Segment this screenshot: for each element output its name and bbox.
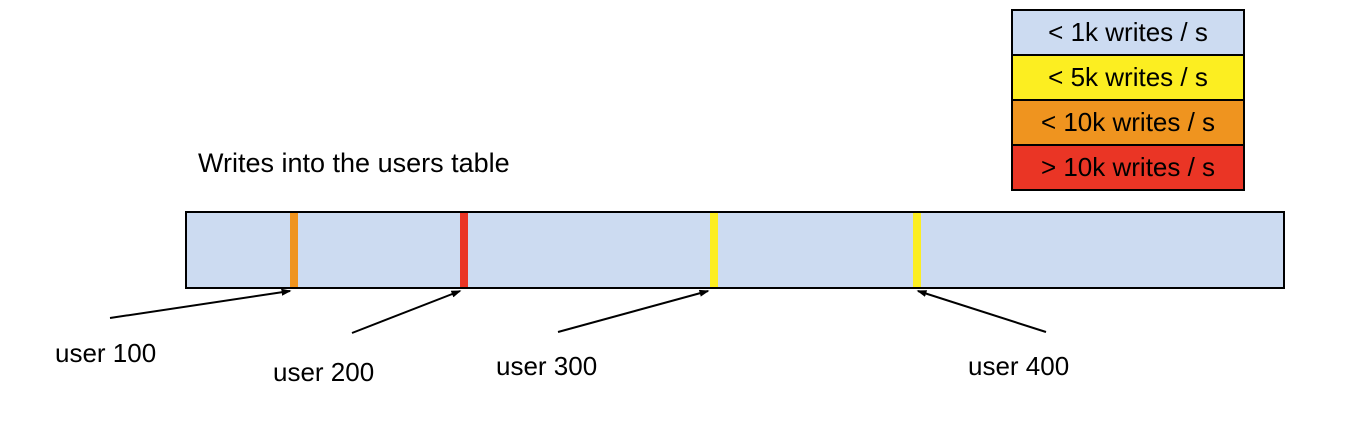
arrow-user-300 [557,289,710,333]
write-rate-legend: < 1k writes / s < 5k writes / s < 10k wr… [1011,9,1245,191]
write-rate-stripe [913,213,921,287]
arrow-user-100 [109,288,292,319]
legend-label: < 1k writes / s [1048,17,1208,47]
arrow-user-200 [351,290,462,334]
arrow-user-400 [916,290,1047,333]
user-label: user 300 [496,351,598,381]
user-label: user 100 [55,338,157,368]
legend-label: > 10k writes / s [1040,152,1216,182]
user-label: user 200 [273,357,375,387]
legend-label: < 10k writes / s [1040,107,1216,137]
legend-row: < 1k writes / s [1011,9,1245,56]
diagram-title: Writes into the users table [198,148,510,178]
legend-label: < 5k writes / s [1048,62,1208,92]
user-label: user 400 [968,351,1070,381]
write-rate-stripe [460,213,468,287]
legend-row: < 5k writes / s [1011,54,1245,101]
users-table-bar [185,211,1285,289]
legend-row: < 10k writes / s [1011,99,1245,146]
write-rate-stripe [290,213,298,287]
legend-row: > 10k writes / s [1011,144,1245,191]
write-rate-stripe [710,213,718,287]
